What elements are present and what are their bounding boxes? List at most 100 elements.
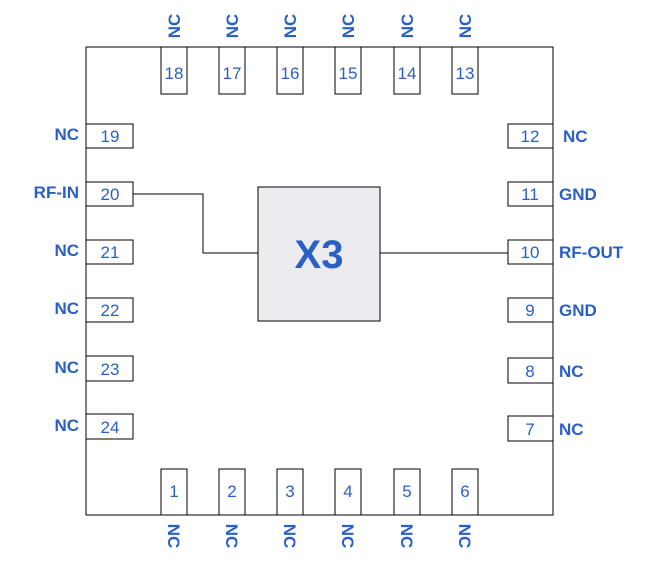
pin-pad xyxy=(85,123,134,149)
left-pin: 23 NC xyxy=(54,355,134,382)
pin-pad xyxy=(218,468,246,516)
pin-label: NC xyxy=(455,524,474,549)
pin-number: 16 xyxy=(281,64,300,83)
pin-number: 20 xyxy=(101,185,120,204)
bottom-pin: 4 NC xyxy=(334,468,362,549)
die-body xyxy=(257,186,381,322)
pin-pad xyxy=(507,357,554,384)
pin-number: 2 xyxy=(227,482,236,501)
pin-label: NC xyxy=(338,524,357,549)
pin-pad xyxy=(85,355,134,382)
pin-number: 11 xyxy=(521,185,539,204)
pin-number: 21 xyxy=(101,243,120,262)
pin-pad xyxy=(85,239,134,265)
pin-number: 17 xyxy=(223,64,242,83)
pin-number: 14 xyxy=(398,64,417,83)
pin-number: 22 xyxy=(101,301,120,320)
right-pin: 11 GND xyxy=(507,181,597,207)
pin-pad xyxy=(334,46,362,95)
pin-label: NC xyxy=(54,125,79,144)
pin-pad xyxy=(160,468,188,516)
pin-label: NC xyxy=(54,416,79,435)
pin-pad xyxy=(507,123,554,149)
pin-number: 4 xyxy=(343,482,352,501)
pin-number: 19 xyxy=(101,127,120,146)
right-pin: 9 GND xyxy=(507,297,597,323)
right-pin: 8 NC xyxy=(507,357,584,384)
top-pin: 15 NC xyxy=(334,14,362,95)
pin-pad xyxy=(507,181,554,207)
pin-pad xyxy=(451,468,479,516)
pin-label: NC xyxy=(397,524,416,549)
pin-pad xyxy=(451,46,479,95)
bottom-pin: 1 NC xyxy=(160,468,188,549)
pin-label: NC xyxy=(222,524,241,549)
bottom-pin: 6 NC xyxy=(451,468,479,549)
pin-number: 8 xyxy=(525,362,534,381)
pin-pad xyxy=(218,46,246,95)
pin-pad xyxy=(276,468,304,516)
pin-number: 24 xyxy=(101,418,120,437)
rf-in-trace xyxy=(133,193,258,254)
pin-label: RF-OUT xyxy=(559,243,624,262)
left-pin: 22 NC xyxy=(54,297,134,323)
pin-number: 23 xyxy=(101,360,120,379)
pin-label: NC xyxy=(559,362,584,381)
right-pin: 12 NC xyxy=(507,123,588,149)
pin-pad xyxy=(334,468,362,516)
pin-label: NC xyxy=(54,241,79,260)
pin-label: NC xyxy=(165,14,184,39)
pin-label: NC xyxy=(223,14,242,39)
pin-pad xyxy=(507,415,554,442)
chip-label: X3 xyxy=(295,233,344,277)
pin-number: 12 xyxy=(521,127,540,146)
pin-number: 6 xyxy=(460,482,469,501)
pin-pad xyxy=(85,297,134,323)
pin-label: NC xyxy=(563,127,588,146)
pin-label: GND xyxy=(559,301,597,320)
pin-pad xyxy=(85,181,134,207)
top-pin: 16 NC xyxy=(276,14,304,95)
pin-number: 7 xyxy=(525,420,534,439)
bottom-pin: 3 NC xyxy=(276,468,304,549)
pin-pad xyxy=(276,46,304,95)
pin-number: 5 xyxy=(402,482,411,501)
top-pin: 13 NC xyxy=(451,14,479,95)
pin-label: NC xyxy=(559,420,584,439)
pin-number: 15 xyxy=(339,64,358,83)
pin-label: NC xyxy=(281,14,300,39)
pin-label: NC xyxy=(54,358,79,377)
pin-pad xyxy=(393,46,421,95)
pin-number: 10 xyxy=(521,243,540,262)
pin-label: GND xyxy=(559,185,597,204)
pin-number: 13 xyxy=(456,64,475,83)
top-pin: 18 NC xyxy=(160,14,188,95)
pin-pad xyxy=(160,46,188,95)
right-pin: 7 NC xyxy=(507,415,584,442)
top-pin: 17 NC xyxy=(218,14,246,95)
pin-label: NC xyxy=(398,14,417,39)
pin-number: 18 xyxy=(165,64,184,83)
pin-number: 1 xyxy=(169,482,178,501)
pin-label: RF-IN xyxy=(34,183,79,202)
pin-pad xyxy=(507,297,554,323)
pin-pad xyxy=(85,413,134,440)
pin-pad xyxy=(393,468,421,516)
top-pin: 14 NC xyxy=(393,14,421,95)
left-pin: 20 RF-IN xyxy=(34,181,134,207)
bottom-pin: 5 NC xyxy=(393,468,421,549)
right-pin: 10 RF-OUT xyxy=(507,239,624,265)
pin-label: NC xyxy=(164,524,183,549)
left-pin: 19 NC xyxy=(54,123,134,149)
pin-label: NC xyxy=(280,524,299,549)
bottom-pin: 2 NC xyxy=(218,468,246,549)
pin-pad xyxy=(507,239,554,265)
pin-number: 9 xyxy=(525,301,534,320)
pin-label: NC xyxy=(339,14,358,39)
pin-label: NC xyxy=(54,299,79,318)
left-pin: 21 NC xyxy=(54,239,134,265)
pin-number: 3 xyxy=(285,482,294,501)
pin-label: NC xyxy=(456,14,475,39)
left-pin: 24 NC xyxy=(54,413,134,440)
